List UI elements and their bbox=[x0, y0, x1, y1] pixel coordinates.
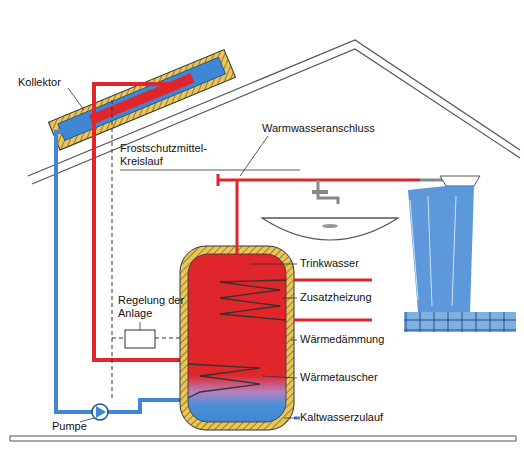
storage-tank bbox=[180, 246, 294, 430]
controller-box bbox=[125, 330, 155, 348]
part-label: Warmwasseranschluss bbox=[262, 122, 375, 135]
part-label: Pumpe bbox=[52, 420, 87, 433]
part-label: Zusatzheizung bbox=[300, 291, 372, 304]
collector bbox=[49, 50, 236, 150]
ground-line bbox=[10, 436, 516, 441]
part-label: Wärmetauscher bbox=[300, 371, 378, 384]
part-label: Kaltwasserzulauf bbox=[300, 411, 383, 424]
roof bbox=[28, 40, 520, 184]
hot-pipe bbox=[94, 84, 192, 360]
hot-water-line bbox=[218, 174, 420, 254]
part-label: Wärmedämmung bbox=[300, 333, 384, 346]
cold-pipe bbox=[56, 132, 192, 412]
shower bbox=[404, 176, 516, 332]
part-label: Regelung der Anlage bbox=[118, 294, 188, 320]
part-label: Trinkwasser bbox=[300, 257, 359, 270]
sink bbox=[262, 180, 398, 240]
part-label: Frostschutzmittel- Kreislauf bbox=[120, 142, 222, 168]
pump bbox=[92, 404, 108, 420]
heating-pipe bbox=[294, 280, 372, 320]
leader-line bbox=[68, 88, 300, 422]
part-label: Kollektor bbox=[18, 76, 61, 89]
